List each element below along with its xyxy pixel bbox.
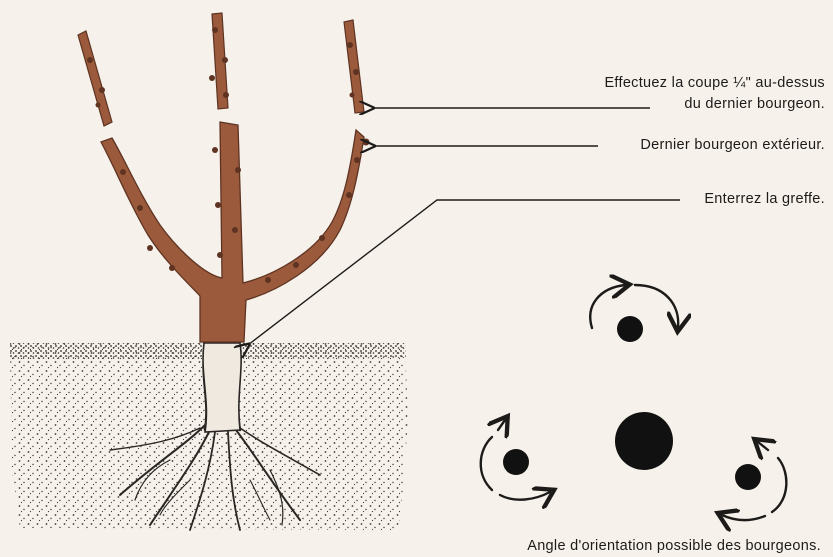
- graft-arrow: [248, 200, 680, 345]
- pruned-rose-bush: [101, 122, 364, 342]
- bud-dot-right: [735, 464, 761, 490]
- cut-cane-tips: [78, 13, 364, 126]
- rootstock: [203, 343, 241, 432]
- cut-instruction-line1: Effectuez la coupe ¼" au-dessus: [604, 74, 825, 93]
- outer-bud-label: Dernier bourgeon extérieur.: [640, 136, 825, 155]
- pointer-arrows: [248, 108, 680, 345]
- center-stem-dot: [615, 412, 673, 470]
- bud-angle-caption: Angle d'orientation possible des bourgeo…: [527, 537, 821, 556]
- bud-dot-left: [503, 449, 529, 475]
- graft-label: Enterrez la greffe.: [704, 190, 825, 209]
- cut-instruction-line2: du dernier bourgeon.: [684, 95, 825, 114]
- bud-dot-top: [617, 316, 643, 342]
- bud-orientation-figure: [503, 316, 761, 490]
